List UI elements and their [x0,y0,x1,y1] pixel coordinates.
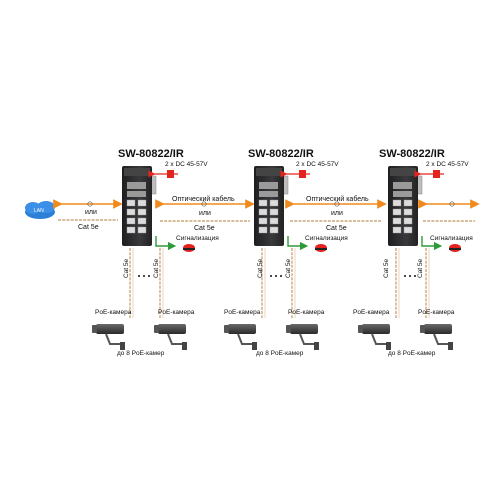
power-plug-icon [280,170,310,178]
lan-or-label: или [85,209,97,216]
link-2 [285,199,387,222]
camera-icon [92,324,125,350]
link1-or-label: или [199,210,211,217]
switch-2-cameras-count: до 8 PoE-камер [256,350,304,357]
lan-label: LAN [34,208,44,214]
cat5e-cables [261,248,296,318]
switch-group-1 [92,166,195,350]
power-plug-icon [148,170,178,178]
switch-group-3 [358,166,461,350]
cat5e-cables [129,248,164,318]
link2-fiber-label: Оптический кабель [306,196,369,203]
switch-2-camera-left: PoE-камера [224,309,261,316]
switch-1-cat5e-a: Cat 5e [123,258,130,278]
switch-3-camera-left: PoE-камера [353,309,390,316]
switch-2-camera-right: PoE-камера [288,309,325,316]
switch-3-cat5e-a: Cat 5e [383,258,390,278]
alarm-lamp-icon [155,236,195,252]
switch-icon [388,166,418,246]
camera-icon [154,324,187,350]
camera-icon [420,324,453,350]
switch-2-cat5e-b: Cat 5e [285,258,292,278]
switch-icon [254,166,284,246]
link-1 [155,199,255,222]
switch-3-alarm: Сигнализация [430,235,473,242]
switch-1-cat5e-b: Cat 5e [153,258,160,278]
camera-icon [224,324,257,350]
switch-1-power: 2 x DC 45-57V [165,161,208,168]
switch-1-cameras-count: до 8 PoE-камер [117,350,165,357]
switch-1-camera-left: PoE-камера [95,309,132,316]
switch-3-camera-right: PoE-камера [418,309,455,316]
switch-2-alarm: Сигнализация [305,235,348,242]
link1-cat-label: Cat 5e [194,225,215,232]
switch-1-model: SW-80822/IR [118,148,184,160]
alarm-lamp-icon [287,236,327,252]
switch-3-model: SW-80822/IR [379,148,445,160]
switch-1-alarm: Сигнализация [176,235,219,242]
camera-icon [358,324,391,350]
switch-3-power: 2 x DC 45-57V [426,161,469,168]
cloud-icon [25,201,55,219]
switch-group-2 [224,166,327,350]
switch-3-cat5e-b: Cat 5e [417,258,424,278]
lan-link [53,199,123,221]
switch-3-cameras-count: до 8 PoE-камер [388,350,436,357]
lan-cat-label: Cat 5e [78,224,99,231]
link1-fiber-label: Оптический кабель [172,196,235,203]
alarm-lamp-icon [421,236,461,252]
cat5e-cables [395,248,430,318]
link2-or-label: или [331,210,343,217]
power-plug-icon [414,170,444,178]
link2-cat-label: Cat 5e [326,225,347,232]
switch-icon [122,166,152,246]
camera-icon [286,324,319,350]
switch-2-model: SW-80822/IR [248,148,314,160]
link-3 [418,199,480,222]
switch-2-cat5e-a: Cat 5e [257,258,264,278]
switch-1-camera-right: PoE-камера [158,309,195,316]
switch-2-power: 2 x DC 45-57V [296,161,339,168]
